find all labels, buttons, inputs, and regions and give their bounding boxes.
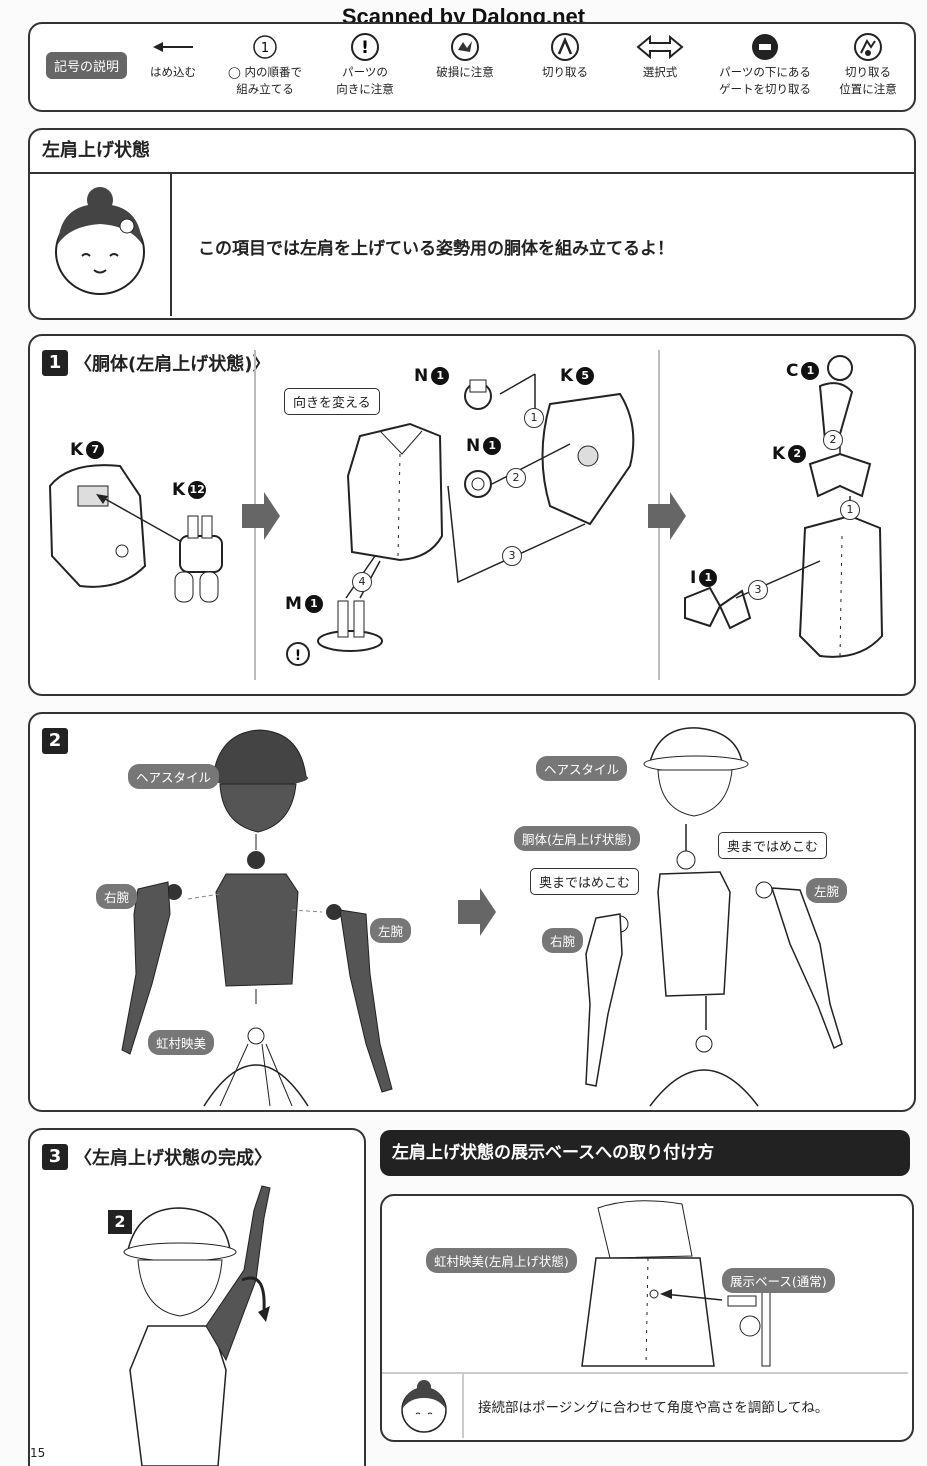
step2-section: 2 ヘアスタイル 右 — [28, 712, 916, 1112]
order-number: 2 — [823, 430, 843, 450]
legend-item-cut: 切り取る — [525, 30, 605, 81]
intro-section: 左肩上げ状態 この項目では左肩を上げている姿勢用の胴体を組み立てるよ！ — [28, 128, 916, 320]
double-arrow-icon — [620, 30, 700, 64]
svg-text:1: 1 — [261, 41, 269, 56]
left-arm-label-right: 左腕 — [806, 878, 848, 903]
nipper-icon — [525, 30, 605, 64]
legend-item-choice: 選択式 — [620, 30, 700, 81]
legend-item-insert: はめ込む — [138, 30, 208, 81]
step3-header: 3 〈左肩上げ状態の完成〉 — [42, 1144, 272, 1170]
insert-deep-callout-right: 奥まではめこむ — [718, 832, 828, 859]
step1-title: 〈胴体(左肩上げ状態)〉 — [74, 354, 271, 375]
step2-diagram — [121, 727, 843, 1107]
step3-title: 〈左肩上げ状態の完成〉 — [74, 1148, 272, 1169]
intro-message: この項目では左肩を上げている姿勢用の胴体を組み立てるよ！ — [198, 239, 674, 259]
legend-item-cut-position: 切り取る 位置に注意 — [830, 30, 906, 98]
step1-header: 1 〈胴体(左肩上げ状態)〉 — [42, 350, 270, 376]
order-number: 3 — [748, 580, 768, 600]
exclamation-icon: ! — [325, 30, 405, 64]
right-arm-label-left: 右腕 — [96, 884, 138, 909]
cut-position-icon — [830, 30, 906, 64]
mascot-icon — [55, 187, 145, 295]
gate-cut-icon — [710, 30, 820, 64]
order-number: 2 — [506, 468, 526, 488]
svg-text:!: ! — [361, 38, 369, 58]
order-number: 1 — [840, 500, 860, 520]
mascot-icon — [401, 1380, 447, 1433]
character-name-label: 虹村映美 — [148, 1030, 215, 1055]
adjustment-tip: 接続部はポージングに合わせて角度や高さを調節してね。 — [478, 1400, 829, 1416]
insert-deep-callout-left: 奥まではめこむ — [530, 868, 640, 895]
legend-item-orientation: ! パーツの 向きに注意 — [325, 30, 405, 98]
order-number: 4 — [352, 572, 372, 592]
step1-number: 1 — [42, 350, 68, 376]
legend-item-gate: パーツの下にある ゲートを切り取る — [710, 30, 820, 98]
left-arm-label-left: 左腕 — [370, 918, 412, 943]
step2-number: 2 — [42, 728, 68, 754]
step3-number: 3 — [42, 1144, 68, 1170]
base-attachment-section: 虹村映美(左肩上げ状態) 展示ベース(通常) 接続部はポージングに合わせて角度や… — [380, 1194, 914, 1442]
torso-label: 胴体(左肩上げ状態) — [514, 826, 640, 851]
base-attachment-illustration — [581, 1200, 771, 1367]
intro-title: 左肩上げ状態 — [30, 130, 914, 174]
display-base-label: 展示ベース(通常) — [722, 1268, 835, 1293]
step3-section: 3 〈左肩上げ状態の完成〉 2 — [28, 1128, 366, 1466]
svg-text:!: ! — [295, 648, 301, 664]
numbered-circle-icon: 1 — [220, 30, 310, 64]
order-number: 1 — [524, 408, 544, 428]
step-reference-badge: 2 — [108, 1210, 132, 1234]
direction-callout: 向きを変える — [284, 388, 380, 415]
order-number: 3 — [502, 546, 522, 566]
symbol-legend: 記号の説明 はめ込む 1 ◯ 内の順番で 組み立てる ! パーツの 向きに注意 … — [28, 22, 916, 112]
divider — [462, 1374, 464, 1438]
breakage-icon — [425, 30, 505, 64]
divider — [382, 1372, 908, 1374]
step1-section: 1 〈胴体(左肩上げ状態)〉 ! — [28, 334, 916, 696]
right-arm-label-right: 右腕 — [542, 928, 584, 953]
completed-figure-illustration — [123, 1185, 271, 1466]
legend-item-breakage: 破損に注意 — [425, 30, 505, 81]
hairstyle-label-right: ヘアスタイル — [536, 756, 628, 781]
legend-title: 記号の説明 — [46, 52, 128, 79]
base-attachment-title: 左肩上げ状態の展示ベースへの取り付け方 — [380, 1130, 910, 1176]
legend-item-order: 1 ◯ 内の順番で 組み立てる — [220, 30, 310, 98]
figure-label: 虹村映美(左肩上げ状態) — [426, 1248, 577, 1273]
page-number: 15 — [30, 1446, 46, 1460]
insert-arrow-icon — [138, 30, 208, 64]
hairstyle-label-left: ヘアスタイル — [128, 764, 220, 789]
step2-header: 2 — [42, 728, 74, 754]
step1-diagram: ! — [48, 355, 884, 666]
divider — [170, 174, 172, 316]
